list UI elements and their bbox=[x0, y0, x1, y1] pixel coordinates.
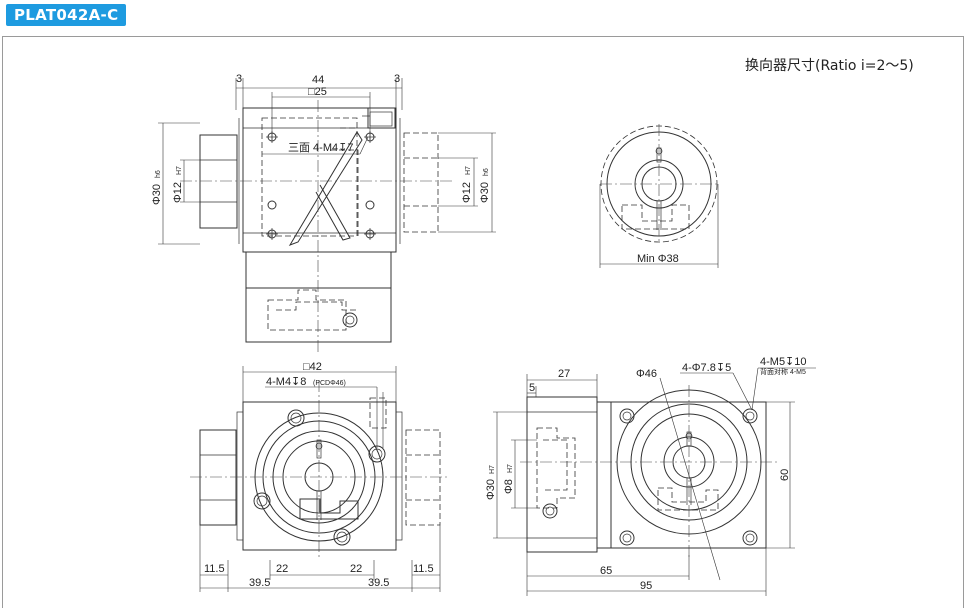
bolt-hole bbox=[368, 445, 386, 463]
housing-outline bbox=[242, 107, 397, 253]
side-tap-label: 三面 4-M4↧7 bbox=[288, 142, 353, 154]
dim-id12-right-tol: H7 bbox=[465, 166, 472, 175]
left-flange bbox=[199, 134, 238, 229]
shaft-end-view: Min Φ38 bbox=[599, 124, 719, 268]
dim-od30-left: Φ30 bbox=[151, 184, 163, 205]
flange-side-body bbox=[526, 396, 598, 553]
corner-hole bbox=[619, 530, 635, 546]
dim-m5-10: 4-M5↧10 bbox=[760, 356, 807, 368]
dim-5: 5 bbox=[529, 382, 535, 394]
dim-phi46: Φ46 bbox=[636, 368, 657, 380]
dim-m4-8: 4-M4↧8 bbox=[266, 376, 306, 388]
dim-3-left: 3 bbox=[236, 73, 242, 85]
dim-44: 44 bbox=[312, 74, 324, 86]
dim-id12-right: Φ12 bbox=[461, 182, 473, 203]
flange-square bbox=[610, 401, 767, 549]
dim-65: 65 bbox=[600, 565, 612, 577]
dim-22-left: 22 bbox=[276, 563, 288, 575]
dim-11-5-left: 11.5 bbox=[204, 563, 225, 575]
dim-min38: Min Φ38 bbox=[637, 253, 679, 265]
dim-od30-right-tol: h6 bbox=[483, 168, 490, 176]
dim-95: 95 bbox=[640, 580, 652, 592]
dim-od30-h7: Φ30 bbox=[485, 479, 497, 500]
dim-id12-left: Φ12 bbox=[172, 182, 184, 203]
dim-od30-h7-tol: H7 bbox=[489, 465, 496, 474]
dim-od30-left-tol: h6 bbox=[155, 170, 162, 178]
corner-hole bbox=[742, 408, 758, 424]
dim-sq42: □42 bbox=[303, 361, 322, 373]
dim-id8-h7: Φ8 bbox=[503, 479, 515, 494]
dim-od30-right: Φ30 bbox=[479, 182, 491, 203]
flange-view: 5 27 Φ46 4-Φ7.8↧5 4-M5↧10 背面对称 4-M5 Φ30 … bbox=[485, 356, 816, 596]
dim-27: 27 bbox=[558, 368, 570, 380]
lower-plug-circle bbox=[342, 312, 358, 328]
dim-pcd46: (PCDΦ46) bbox=[313, 380, 346, 387]
dim-22-right: 22 bbox=[350, 563, 362, 575]
bolt-hole bbox=[333, 528, 351, 546]
bevel-gear-outline bbox=[288, 131, 363, 246]
model-tag: PLAT042A-C bbox=[6, 4, 127, 26]
bolt-hole bbox=[287, 409, 305, 427]
top-view: 3 44 3 □25 三面 4-M4↧7 Φ30 h6 Φ12 H7 Φ12 H… bbox=[151, 73, 496, 355]
bolt-hole bbox=[253, 492, 271, 510]
dim-39-5-left: 39.5 bbox=[249, 577, 270, 589]
dim-60: 60 bbox=[779, 469, 791, 481]
dim-id8-h7-tol: H7 bbox=[507, 464, 514, 473]
front-housing bbox=[242, 401, 397, 551]
front-left-flange bbox=[199, 429, 237, 526]
dim-id12-left-tol: H7 bbox=[176, 166, 183, 175]
dim-39-5-right: 39.5 bbox=[368, 577, 389, 589]
dim-11-5-right: 11.5 bbox=[413, 563, 434, 575]
dim-sq25: □25 bbox=[308, 86, 327, 98]
drawing-frame bbox=[2, 36, 964, 608]
dim-m5-note: 背面对称 4-M5 bbox=[760, 367, 806, 376]
ratio-note: 换向器尺寸(Ratio i=2～5) bbox=[745, 58, 914, 74]
corner-hole bbox=[619, 408, 635, 424]
dim-holes-7-8: 4-Φ7.8↧5 bbox=[682, 362, 731, 374]
front-view: □42 4-M4↧8 (PCDΦ46) 11.5 22 22 11.5 39.5… bbox=[190, 361, 450, 592]
right-flange-hidden bbox=[403, 132, 439, 233]
dim-3-right: 3 bbox=[394, 73, 400, 85]
corner-hole bbox=[742, 530, 758, 546]
